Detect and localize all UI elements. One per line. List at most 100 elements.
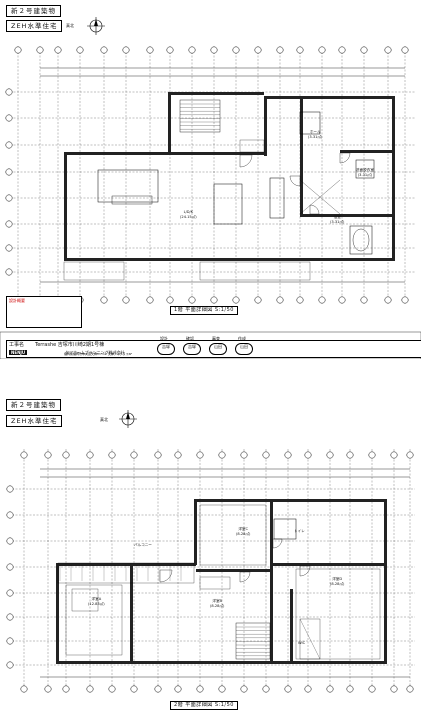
grid-bubble-bottom bbox=[44, 685, 52, 693]
north-arrow-head bbox=[94, 19, 98, 26]
interior-wall bbox=[300, 96, 303, 216]
grid-bubble-left bbox=[6, 485, 14, 493]
stamp-header-3: 審査 bbox=[212, 336, 220, 341]
toilet bbox=[273, 518, 297, 540]
grid-bubble-top bbox=[304, 451, 312, 459]
company-address: 福岡県福岡市中央区天神1-7-11 天神アイクラス6F bbox=[64, 352, 133, 356]
room-label-toilet: トイレ bbox=[294, 529, 305, 533]
grid-bubble-left bbox=[6, 589, 14, 597]
grid-bubble-bottom bbox=[326, 685, 334, 693]
grid-bubble-top bbox=[390, 451, 398, 459]
grid-bubble-top bbox=[218, 451, 226, 459]
interior-wall bbox=[168, 92, 171, 154]
work-label: 工事名 bbox=[9, 342, 25, 348]
grid-bubble-top bbox=[100, 46, 108, 54]
exterior-slab bbox=[63, 261, 125, 281]
grid-bubble-bottom bbox=[86, 685, 94, 693]
north-arrow-head bbox=[126, 412, 130, 419]
exterior-wall bbox=[264, 96, 394, 99]
bathtub bbox=[349, 225, 373, 255]
room-d bbox=[295, 568, 381, 660]
grid-bubble-bottom bbox=[360, 296, 368, 304]
grid-bubble-bottom bbox=[338, 296, 346, 304]
grid-bubble-top bbox=[262, 451, 270, 459]
grid-bubble-bottom bbox=[122, 296, 130, 304]
grid-bubble-bottom bbox=[188, 296, 196, 304]
interior-wall bbox=[300, 214, 394, 217]
grid-bubble-bottom bbox=[218, 685, 226, 693]
grid-bubble-top bbox=[401, 46, 409, 54]
grid-bubble-top bbox=[338, 46, 346, 54]
grid-bubble-top bbox=[14, 46, 22, 54]
grid-bubble-bottom bbox=[304, 685, 312, 693]
grid-bubble-left bbox=[5, 220, 13, 228]
grid-bubble-left bbox=[6, 637, 14, 645]
bathtub-basin bbox=[352, 228, 370, 252]
grid-bubble-bottom bbox=[384, 296, 392, 304]
grid-bubble-bottom bbox=[100, 296, 108, 304]
room-label-bath: 浴室(3.31㎡) bbox=[330, 215, 345, 224]
grid-bubble-top bbox=[122, 46, 130, 54]
grid-bubble-top bbox=[296, 46, 304, 54]
grid-bubble-left bbox=[5, 114, 13, 122]
door-swing bbox=[339, 152, 351, 164]
grid-bubble-bottom bbox=[296, 296, 304, 304]
stair bbox=[235, 622, 271, 660]
grid-bubble-bottom bbox=[318, 296, 326, 304]
floor-plan-sheet-1: 新２号建築物 ZEH水準住宅 真北 L/D/K(24.15㎡) ホール(3.31… bbox=[0, 5, 421, 359]
grid-bubble-bottom bbox=[346, 685, 354, 693]
grid-bubble-left bbox=[5, 88, 13, 96]
exterior-wall bbox=[384, 499, 387, 664]
north-label: 真北 bbox=[66, 23, 74, 28]
grid-bubble-bottom bbox=[166, 296, 174, 304]
door-swing bbox=[239, 571, 251, 583]
exterior-wall bbox=[56, 563, 196, 566]
interior-wall bbox=[168, 92, 264, 95]
floor-plan-sheet-2: 新２号建築物 ZEH水準住宅 真北 洋室A(12.83㎡) 洋室B(8.28㎡)… bbox=[0, 359, 421, 718]
titleblock-frame bbox=[0, 331, 421, 359]
stamp-1: 吉塚 bbox=[157, 343, 175, 355]
grid-bubble-bottom bbox=[174, 685, 182, 693]
stair bbox=[179, 99, 221, 133]
grid-bubble-top bbox=[154, 451, 162, 459]
grid-bubble-bottom bbox=[254, 296, 262, 304]
grid-bubble-bottom bbox=[108, 685, 116, 693]
project-label: 新２号建築物 bbox=[6, 5, 61, 17]
grid-bubble-bottom bbox=[401, 296, 409, 304]
door-swing bbox=[272, 538, 283, 549]
interior-wall bbox=[290, 589, 293, 663]
room-label-western-c: 洋室C(8.28㎡) bbox=[236, 527, 251, 536]
grid-bubble-bottom bbox=[154, 685, 162, 693]
grid-bubble-top bbox=[240, 451, 248, 459]
grid-bubble-left bbox=[6, 661, 14, 669]
grid-bubble-top bbox=[62, 451, 70, 459]
grid-bubble-top bbox=[210, 46, 218, 54]
grid-bubble-top bbox=[86, 451, 94, 459]
grid-bubble-top bbox=[166, 46, 174, 54]
diagonal-mark bbox=[299, 179, 341, 215]
plan-caption-1: 1階 平面詳細図 S:1/50 bbox=[170, 306, 238, 315]
closet bbox=[299, 618, 321, 660]
sofa bbox=[97, 169, 159, 203]
room-label-ldk: L/D/K(24.15㎡) bbox=[180, 210, 197, 219]
grid-bubble-top bbox=[130, 451, 138, 459]
grid-bubble-top bbox=[346, 451, 354, 459]
dining-table bbox=[213, 183, 243, 225]
grid-bubble-bottom bbox=[262, 685, 270, 693]
room-a bbox=[65, 584, 123, 656]
grid-bubble-bottom bbox=[284, 685, 292, 693]
grid-bubble-left bbox=[5, 244, 13, 252]
grid-bubble-left bbox=[5, 141, 13, 149]
grid-bubble-bottom bbox=[20, 685, 28, 693]
grid-bubble-top bbox=[108, 451, 116, 459]
grid-bubble-bottom bbox=[210, 296, 218, 304]
grid-bubble-bottom bbox=[276, 296, 284, 304]
company-name: タマホームプランニング株式会社 bbox=[65, 350, 125, 355]
grid-bubble-bottom bbox=[196, 685, 204, 693]
interior-wall bbox=[272, 563, 386, 566]
grid-bubble-bottom bbox=[406, 685, 414, 693]
interior-wall bbox=[340, 150, 394, 153]
work-name: Terrashe 吉塚市川崎2期1号棟 bbox=[35, 342, 105, 348]
balcony bbox=[57, 562, 195, 584]
stamp-2: 吉塚 bbox=[183, 343, 201, 355]
